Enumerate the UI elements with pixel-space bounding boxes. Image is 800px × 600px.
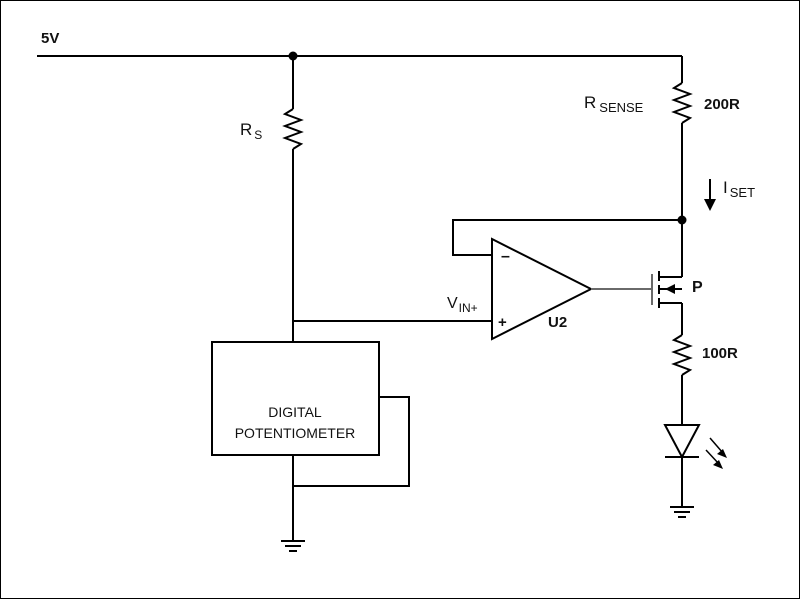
opamp-u2-symbol bbox=[491, 237, 594, 341]
mosfet-name-label: P bbox=[692, 279, 703, 296]
rsense-resistor-icon bbox=[671, 82, 693, 124]
rs-resistor-icon bbox=[282, 108, 304, 150]
digipot-label-line1: DIGITAL bbox=[268, 404, 322, 420]
supply-label: 5V bbox=[41, 30, 59, 47]
ground-icon-left bbox=[281, 540, 305, 552]
opamp-name-label: U2 bbox=[548, 314, 567, 331]
led-resistor-icon bbox=[671, 334, 693, 376]
ground-icon-right bbox=[670, 506, 694, 518]
vin-label: VIN+ bbox=[447, 295, 478, 315]
iset-arrow-icon bbox=[704, 179, 716, 211]
feedback-wire bbox=[452, 219, 682, 256]
opamp-minus-label: – bbox=[501, 248, 510, 265]
digipot-label-line2: POTENTIOMETER bbox=[235, 425, 356, 441]
opamp-plus-label: + bbox=[498, 314, 507, 331]
rsense-value-label: 200R bbox=[704, 96, 740, 113]
led-icon bbox=[663, 424, 727, 469]
digital-potentiometer-block bbox=[211, 341, 380, 456]
wiper-loop-wire bbox=[293, 396, 410, 487]
led-resistor-value-label: 100R bbox=[702, 345, 738, 362]
p-mosfet-icon bbox=[651, 271, 682, 308]
